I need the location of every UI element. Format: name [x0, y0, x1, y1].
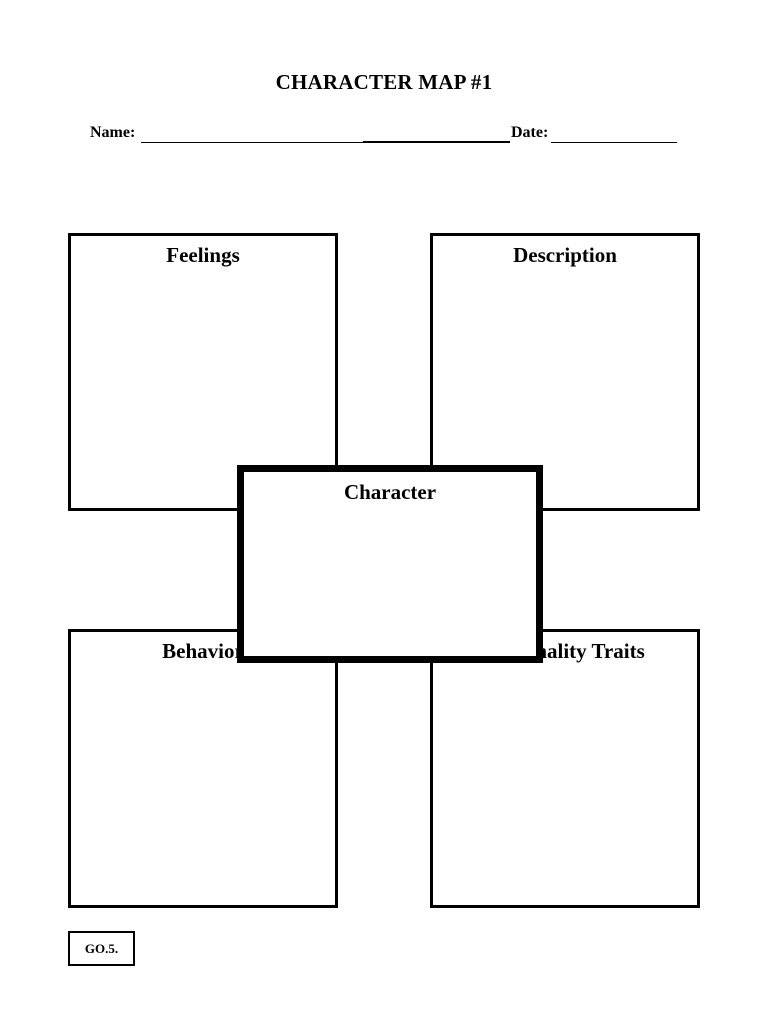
- name-line-extension[interactable]: [363, 141, 510, 143]
- date-line[interactable]: [551, 142, 677, 143]
- date-label: Date:: [511, 124, 549, 141]
- behavior-heading: Behavior: [162, 639, 244, 663]
- name-line[interactable]: [141, 142, 363, 143]
- feelings-heading: Feelings: [166, 243, 240, 267]
- behavior-box[interactable]: Behavior: [68, 629, 338, 908]
- name-label: Name:: [90, 124, 136, 141]
- description-box[interactable]: Description: [430, 233, 700, 511]
- character-heading: Character: [343, 480, 437, 504]
- character-box[interactable]: Character: [237, 465, 543, 663]
- form-code-badge: GO.5.: [68, 931, 135, 966]
- page-title: CHARACTER MAP #1: [275, 70, 493, 94]
- description-heading: Description: [513, 243, 617, 267]
- form-code: GO.5.: [84, 940, 119, 956]
- feelings-box[interactable]: Feelings: [68, 233, 338, 511]
- personality-traits-box[interactable]: Personality Traits: [430, 629, 700, 908]
